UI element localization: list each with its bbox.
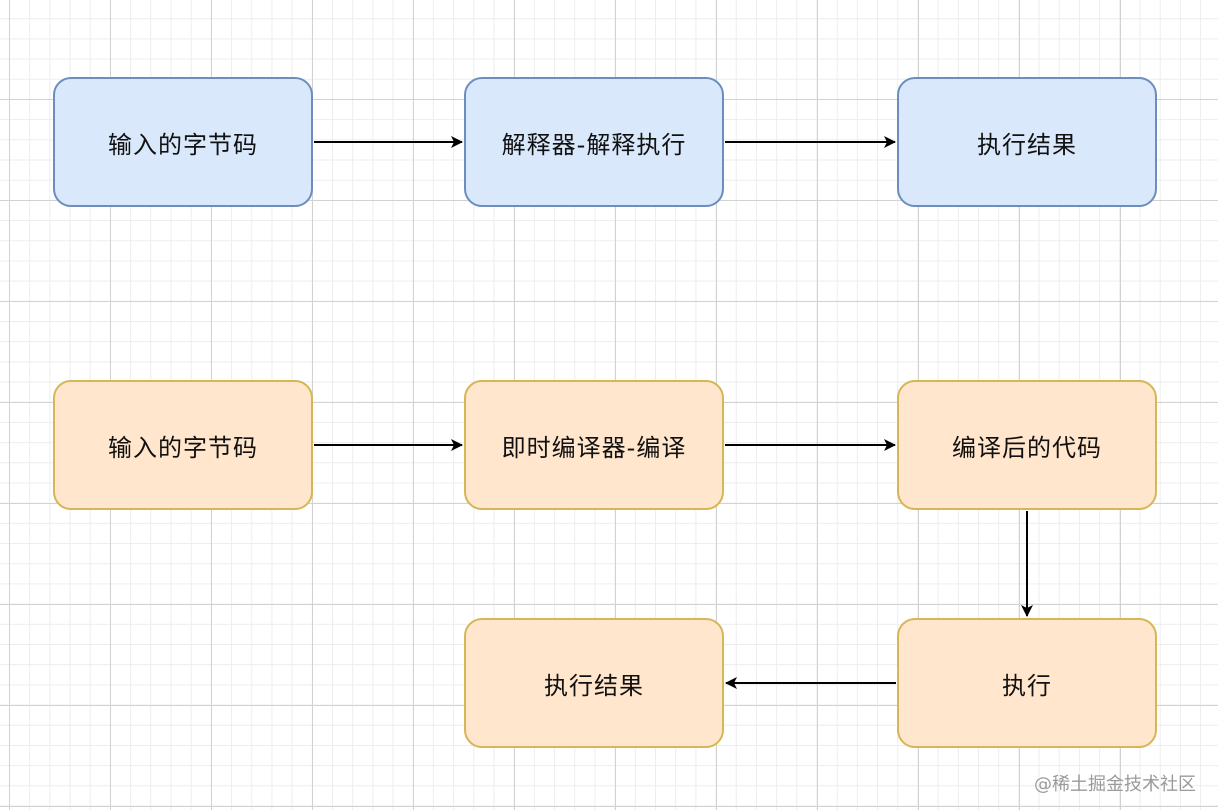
- watermark: @稀土掘金技术社区: [1034, 774, 1196, 795]
- node-interpreter[interactable]: 解释器-解释执行: [464, 77, 724, 207]
- node-compiled-code[interactable]: 编译后的代码: [897, 380, 1157, 510]
- node-label: 即时编译器-编译: [501, 433, 687, 462]
- node-input-bytecode[interactable]: 输入的字节码: [53, 77, 313, 207]
- node-label: 执行结果: [977, 130, 1077, 159]
- node-jit-compiler[interactable]: 即时编译器-编译: [464, 380, 724, 510]
- node-execution-result[interactable]: 执行结果: [897, 77, 1157, 207]
- node-label: 执行结果: [544, 671, 644, 700]
- node-execute[interactable]: 执行: [897, 618, 1157, 748]
- node-label: 解释器-解释执行: [501, 130, 687, 159]
- node-execution-result-jit[interactable]: 执行结果: [464, 618, 724, 748]
- node-input-bytecode-jit[interactable]: 输入的字节码: [53, 380, 313, 510]
- node-label: 输入的字节码: [108, 130, 258, 159]
- node-label: 执行: [1002, 671, 1052, 700]
- node-label: 编译后的代码: [952, 433, 1102, 462]
- node-label: 输入的字节码: [108, 433, 258, 462]
